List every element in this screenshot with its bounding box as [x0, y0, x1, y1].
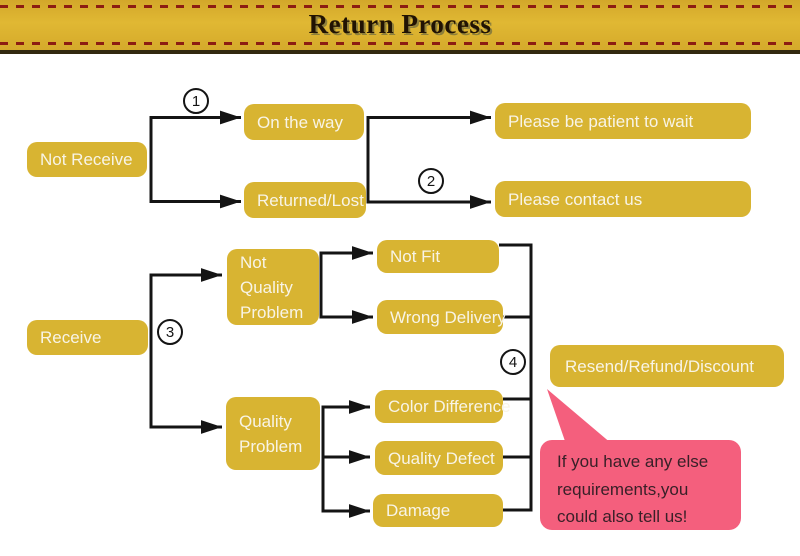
banner-dash-bottom [0, 42, 800, 45]
node-contact-us: Please contact us [495, 181, 751, 217]
speech-bubble-note: If you have any else requirements,you co… [540, 440, 741, 530]
node-returned-lost: Returned/Lost [244, 182, 366, 218]
node-not-receive: Not Receive [27, 142, 147, 177]
node-not-fit: Not Fit [377, 240, 499, 273]
node-quality-defect: Quality Defect [375, 441, 503, 475]
step-badge-3: 3 [157, 319, 183, 345]
speech-bubble-tail [547, 389, 612, 444]
node-damage: Damage [373, 494, 503, 527]
node-quality-problem: Quality Problem [226, 397, 320, 470]
step-badge-1: 1 [183, 88, 209, 114]
step-badge-2: 2 [418, 168, 444, 194]
banner-dash-top [0, 5, 800, 8]
node-receive: Receive [27, 320, 148, 355]
page-title: Return Process [308, 9, 492, 39]
node-color-difference: Color Difference [375, 390, 511, 423]
node-on-the-way: On the way [244, 104, 364, 140]
node-wrong-delivery: Wrong Delivery [377, 300, 506, 334]
node-please-wait: Please be patient to wait [495, 103, 751, 139]
step-badge-4: 4 [500, 349, 526, 375]
node-resend-refund-discount: Resend/Refund/Discount [550, 345, 784, 387]
header-banner: Return Process [0, 0, 800, 54]
node-not-quality-problem: Not Quality Problem [227, 249, 319, 325]
